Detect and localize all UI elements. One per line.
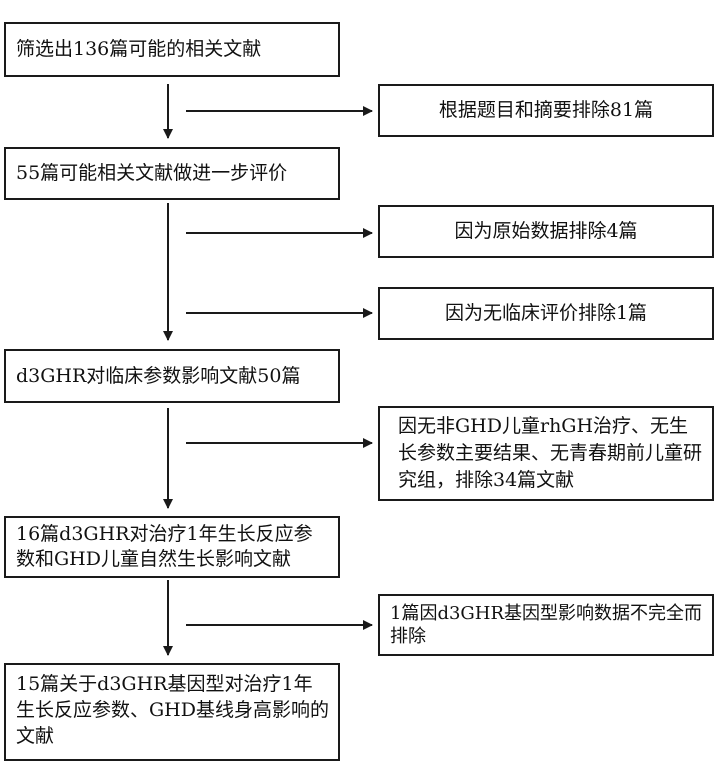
flow-step-4: 16篇d3GHR对治疗1年生长反应参数和GHD儿童自然生长影响文献 bbox=[4, 516, 340, 578]
flow-step-1: 筛选出136篇可能的相关文献 bbox=[4, 22, 340, 77]
flow-step-5-text: 15篇关于d3GHR基因型对治疗1年生长反应参数、GHD基线身高影响的文献 bbox=[16, 673, 329, 747]
flow-step-3: d3GHR对临床参数影响文献50篇 bbox=[4, 349, 340, 403]
flow-step-2-text: 55篇可能相关文献做进一步评价 bbox=[16, 162, 288, 184]
exclusion-5: 1篇因d3GHR基因型影响数据不完全而排除 bbox=[378, 594, 714, 656]
exclusion-5-text: 1篇因d3GHR基因型影响数据不完全而排除 bbox=[390, 603, 703, 647]
exclusion-2: 因为原始数据排除4篇 bbox=[378, 205, 714, 258]
exclusion-4-text: 因无非GHD儿童rhGH治疗、无生长参数主要结果、无青春期前儿童研究组，排除34… bbox=[398, 415, 703, 491]
exclusion-2-text: 因为原始数据排除4篇 bbox=[454, 220, 638, 242]
flow-step-3-text: d3GHR对临床参数影响文献50篇 bbox=[16, 364, 301, 387]
exclusion-1-text: 根据题目和摘要排除81篇 bbox=[438, 99, 654, 121]
exclusion-1: 根据题目和摘要排除81篇 bbox=[378, 84, 714, 137]
exclusion-3: 因为无临床评价排除1篇 bbox=[378, 287, 714, 340]
flow-step-2: 55篇可能相关文献做进一步评价 bbox=[4, 147, 340, 200]
flow-step-4-text: 16篇d3GHR对治疗1年生长反应参数和GHD儿童自然生长影响文献 bbox=[16, 523, 313, 570]
flow-step-5: 15篇关于d3GHR基因型对治疗1年生长反应参数、GHD基线身高影响的文献 bbox=[4, 663, 340, 761]
exclusion-3-text: 因为无临床评价排除1篇 bbox=[444, 302, 648, 324]
flow-step-1-text: 筛选出136篇可能的相关文献 bbox=[16, 38, 262, 60]
exclusion-4: 因无非GHD儿童rhGH治疗、无生长参数主要结果、无青春期前儿童研究组，排除34… bbox=[378, 406, 714, 501]
